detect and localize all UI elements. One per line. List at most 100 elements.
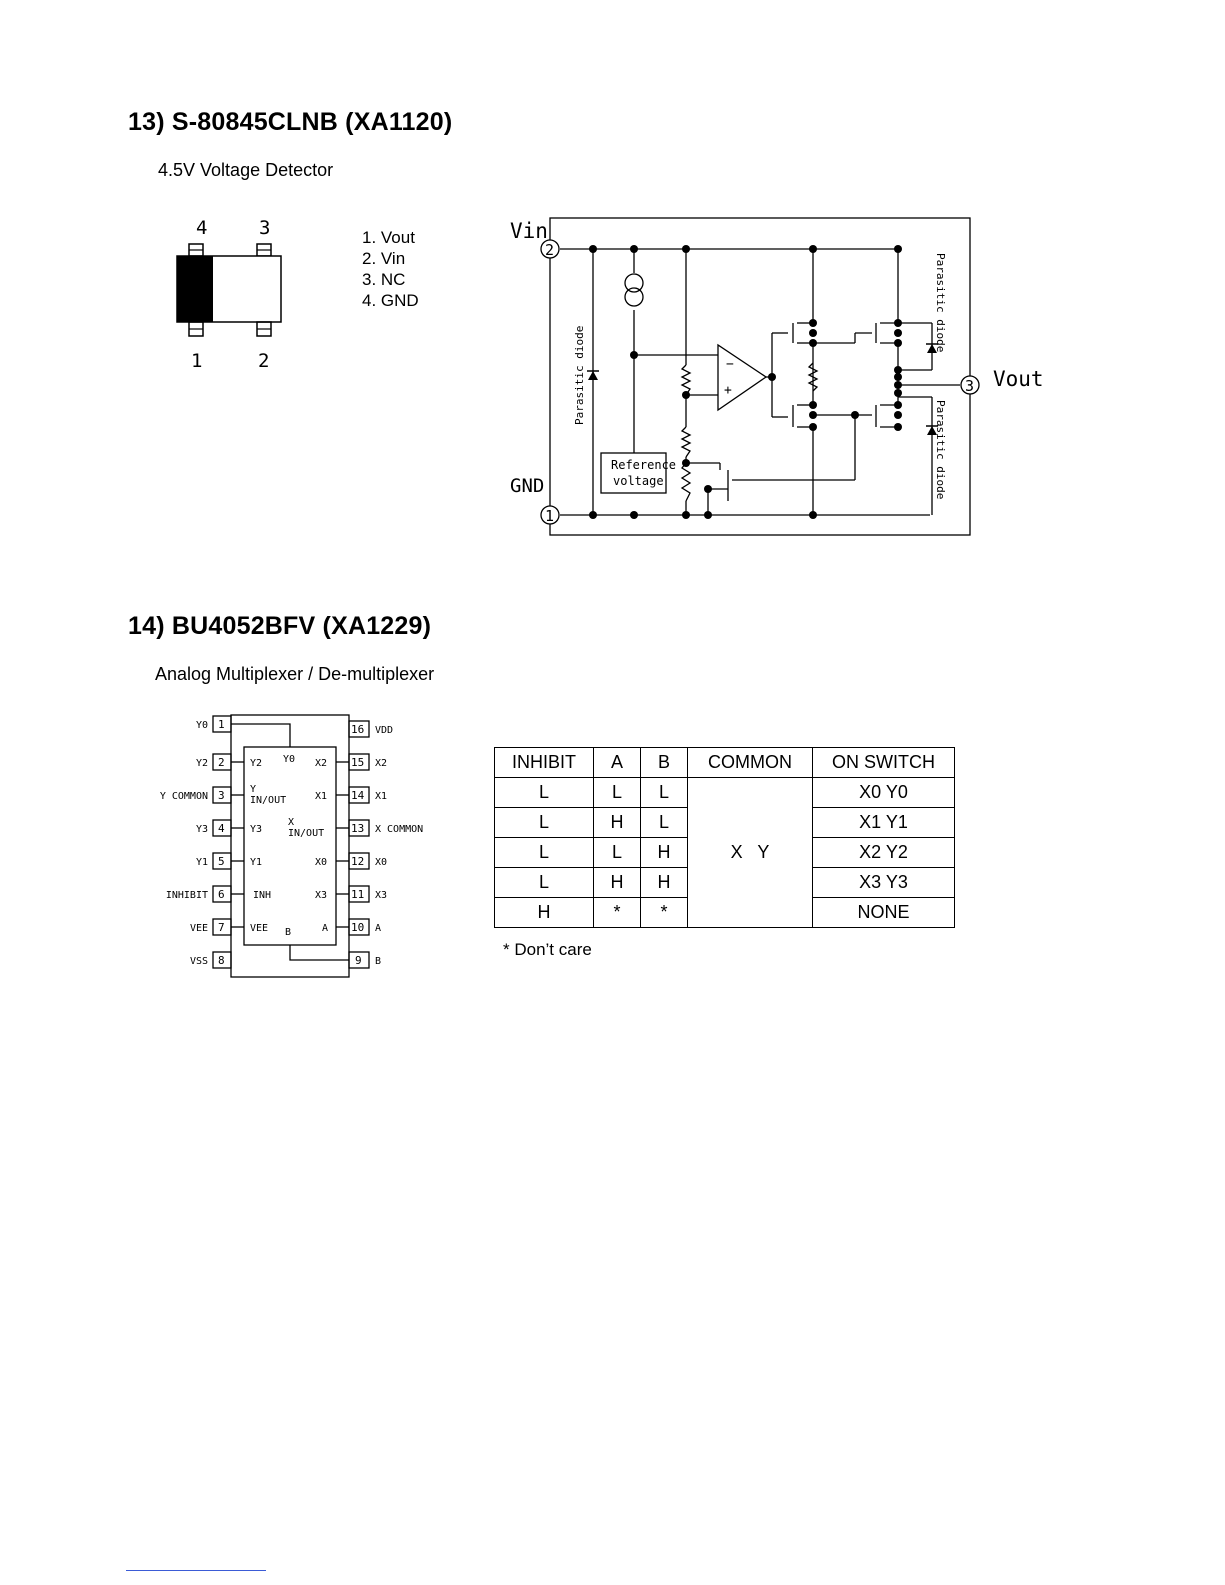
section-14-title: 14) BU4052BFV (XA1229) (128, 612, 432, 640)
pin-label-2: 2 (258, 350, 269, 372)
table-row: H * * NONE (494, 897, 955, 928)
table-cell: X3 Y3 (812, 867, 955, 898)
gnd-label: GND (510, 475, 544, 497)
vout-pin-number: 3 (965, 377, 974, 395)
header-a: A (593, 747, 641, 778)
header-on-switch: ON SWITCH (812, 747, 955, 778)
table-header-row: INHIBIT A B COMMON ON SWITCH (494, 747, 955, 778)
pin-label-3: 3 (259, 217, 270, 239)
parasitic-diode-top-label: Parasitic diode (934, 253, 947, 352)
table-cell: NONE (812, 897, 955, 928)
opamp-minus: − (726, 357, 734, 372)
table-cell: L (494, 837, 594, 868)
pin-label-4: 4 (196, 217, 207, 239)
table-cell: * (593, 897, 641, 928)
pin-list-item: 3. NC (362, 270, 406, 289)
inner-y-common-b: IN/OUT (250, 795, 286, 806)
inner-b: B (285, 927, 291, 938)
left-pin-number: 1 (218, 718, 225, 731)
left-pin-name: Y3 (196, 824, 208, 835)
left-pin-name: Y COMMON (160, 791, 208, 802)
dont-care-note: * Don’t care (503, 940, 592, 959)
inner-vee: VEE (250, 923, 268, 934)
pin-list-item: 4. GND (362, 291, 419, 310)
left-pin-name: VEE (190, 923, 208, 934)
pin-list-item: 2. Vin (362, 249, 406, 268)
inner-x1: X1 (315, 791, 327, 802)
table-cell: L (593, 837, 641, 868)
right-pin-number: 11 (351, 888, 364, 901)
gnd-terminal (540, 505, 560, 525)
inner-y3: Y3 (250, 824, 262, 835)
table-cell: L (640, 777, 688, 808)
sot-package-diagram: 4 3 1 2 (176, 217, 282, 372)
table-cell: H (593, 867, 641, 898)
table-cell: L (494, 867, 594, 898)
pin-label-1: 1 (191, 350, 202, 372)
right-pin-name: X3 (375, 890, 387, 901)
right-pin-name: X0 (375, 857, 387, 868)
section-13-subtitle: 4.5V Voltage Detector (158, 160, 334, 180)
table-cell: H (640, 867, 688, 898)
table-cell: X0 Y0 (812, 777, 955, 808)
inner-x-common-b: IN/OUT (288, 828, 324, 839)
right-pin-name: B (375, 956, 381, 967)
right-pin-number: 12 (351, 855, 364, 868)
left-pin-number: 7 (218, 921, 225, 934)
vin-label: Vin (510, 219, 548, 243)
reference-label-2: voltage (613, 474, 664, 488)
vin-pin-number: 2 (545, 241, 554, 259)
right-pin-number: 13 (351, 822, 364, 835)
table-row: L H L X1 Y1 (494, 807, 955, 838)
right-pin-number: 14 (351, 789, 365, 802)
table-row: L L H X2 Y2 (494, 837, 955, 868)
table-cell: L (494, 777, 594, 808)
table-cell: H (494, 897, 594, 928)
table-row: L H H X3 Y3 (494, 867, 955, 898)
inner-y1: Y1 (250, 857, 262, 868)
ic-pinout-diagram: 1 2 3 4 5 6 7 8 Y0 Y2 Y COMMON Y3 Y1 INH… (160, 714, 423, 978)
table-cell: H (640, 837, 688, 868)
table-cell: L (593, 777, 641, 808)
pin-list-item: 1. Vout (362, 228, 415, 247)
vin-terminal (540, 239, 560, 259)
inner-x-common-a: X (288, 817, 294, 828)
inner-y0: Y0 (283, 754, 295, 765)
right-pin-name: X COMMON (375, 824, 423, 835)
inner-y-common-a: Y (250, 784, 256, 795)
table-cell: L (640, 807, 688, 838)
left-pin-number: 3 (218, 789, 225, 802)
right-pin-number: 9 (355, 954, 362, 967)
pin-list: 1. Vout 2. Vin 3. NC 4. GND (362, 227, 419, 311)
right-pin-number: 16 (351, 723, 364, 736)
inner-y2: Y2 (250, 758, 262, 769)
table-cell: H (593, 807, 641, 838)
gnd-pin-number: 1 (545, 507, 554, 525)
left-pin-number: 6 (218, 888, 225, 901)
table-row: L L L X Y X0 Y0 (494, 777, 955, 928)
voltage-detector-circuit: 2 1 3 Vin GND Vout Reference voltage − +… (510, 217, 1044, 536)
left-pin-number: 2 (218, 756, 225, 769)
table-cell: L (494, 807, 594, 838)
header-inhibit: INHIBIT (494, 747, 594, 778)
inner-x3: X3 (315, 890, 327, 901)
footer-divider (126, 1570, 266, 1571)
table-cell: X2 Y2 (812, 837, 955, 868)
left-pin-name: Y0 (196, 720, 208, 731)
right-pin-name: A (375, 923, 381, 934)
truth-table: INHIBIT A B COMMON ON SWITCH L L L X Y X… (494, 747, 955, 928)
parasitic-diode-left-label: Parasitic diode (573, 326, 586, 425)
right-pin-name: X2 (375, 758, 387, 769)
left-pin-name: Y2 (196, 758, 208, 769)
section-14-subtitle: Analog Multiplexer / De-multiplexer (155, 664, 435, 684)
inner-a: A (322, 923, 328, 934)
right-pin-number: 15 (351, 756, 364, 769)
vout-label: Vout (993, 367, 1044, 391)
opamp-plus: + (724, 383, 732, 398)
left-pin-name: INHIBIT (166, 890, 208, 901)
reference-label-1: Reference (611, 458, 676, 472)
common-cell: X Y (687, 777, 813, 928)
table-cell: X1 Y1 (812, 807, 955, 838)
table-cell: * (640, 897, 688, 928)
left-pin-name: VSS (190, 956, 208, 967)
